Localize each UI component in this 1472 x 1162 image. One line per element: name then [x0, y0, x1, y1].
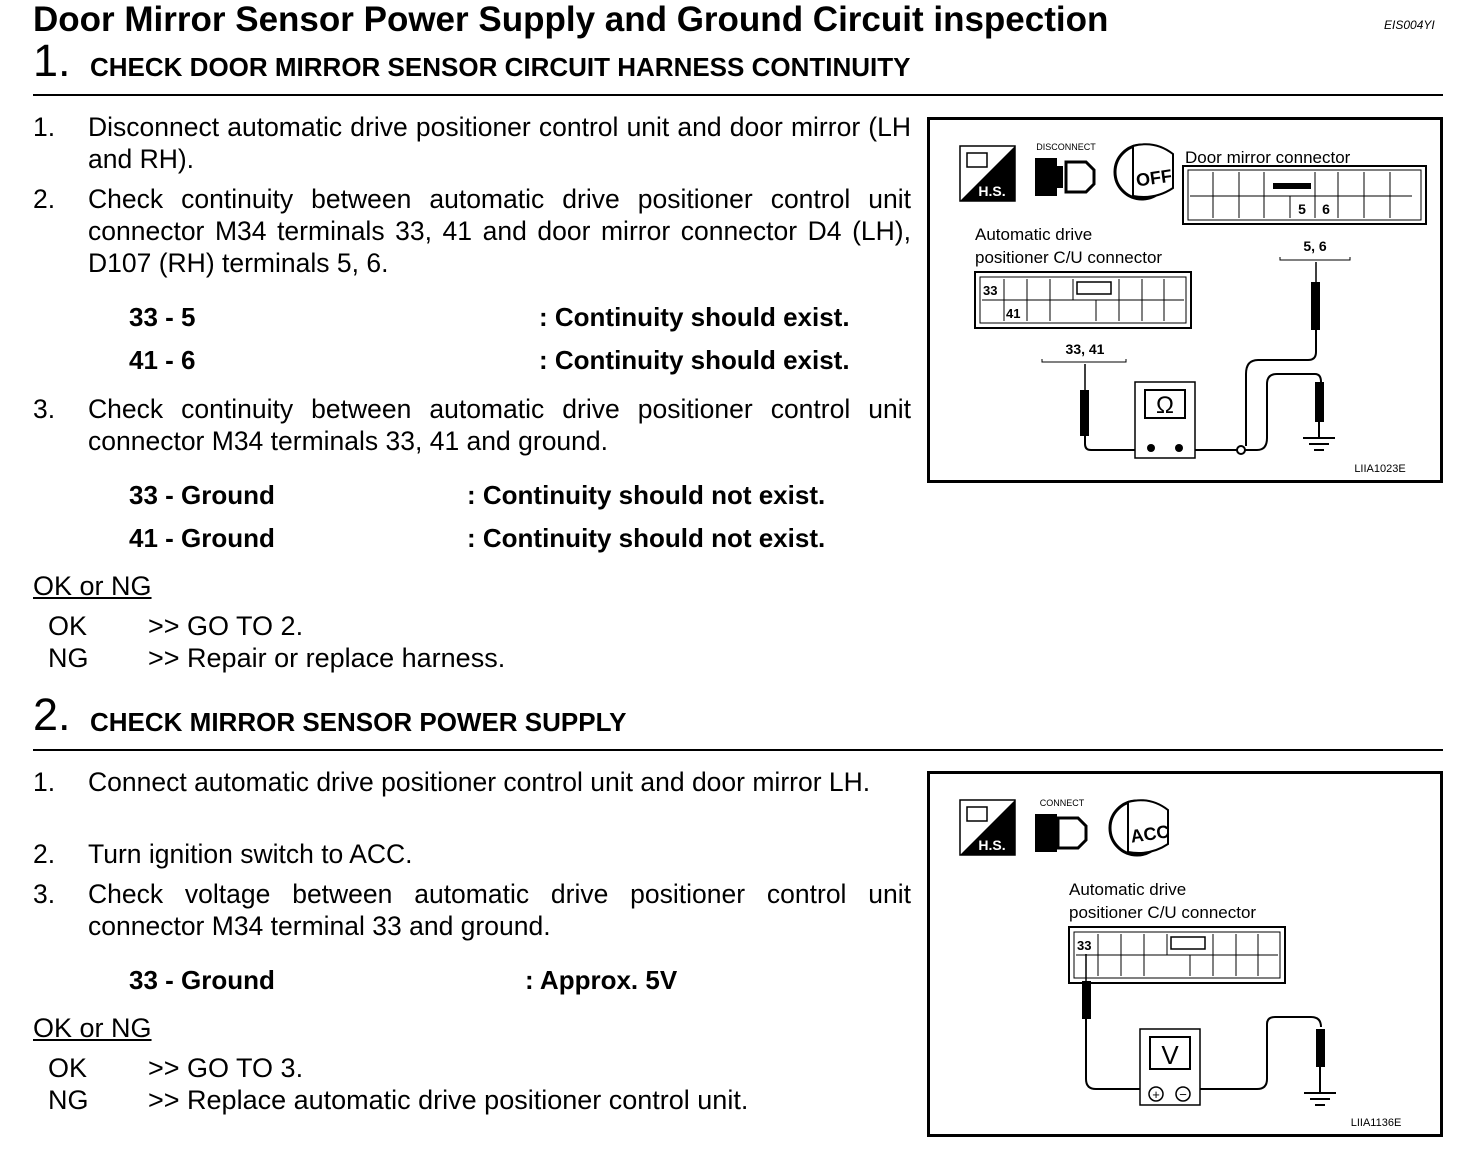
- step2-item-2: 2. Turn ignition switch to ACC.: [33, 838, 911, 878]
- step1-list-a: 1. Disconnect automatic drive positioner…: [33, 111, 911, 279]
- hs-label: H.S.: [978, 837, 1005, 853]
- result-key: OK: [48, 1053, 88, 1083]
- step2-title: CHECK MIRROR SENSOR POWER SUPPLY: [90, 707, 627, 737]
- disconnect-label: DISCONNECT: [1036, 142, 1096, 152]
- list-number: 2.: [33, 839, 56, 869]
- list-text: Check voltage between automatic drive po…: [88, 879, 911, 941]
- list-text: Check continuity between automatic drive…: [88, 394, 911, 456]
- spec-label: 41 - 6: [129, 345, 196, 375]
- connect-label: CONNECT: [1040, 798, 1085, 808]
- voltmeter: V + −: [1139, 1028, 1201, 1106]
- result-action: >> Repair or replace harness.: [148, 643, 506, 673]
- wiring-diagram: H.S. DISCONNECT OFF Door mirror connecto…: [959, 142, 1427, 475]
- list-number: 3.: [33, 394, 56, 424]
- list-text: Turn ignition switch to ACC.: [88, 839, 413, 869]
- key-position-label: OFF: [1135, 166, 1173, 191]
- step2-number: 2.: [33, 689, 71, 740]
- hs-icon: H.S.: [959, 145, 1016, 202]
- spec-value: : Continuity should not exist.: [467, 523, 826, 553]
- minus-terminal: −: [1179, 1087, 1187, 1102]
- terminal-33-label: 33: [1077, 938, 1091, 953]
- list-text: Disconnect automatic drive positioner co…: [88, 112, 911, 174]
- step2-divider: [33, 749, 1443, 751]
- terminal-6-label: 6: [1322, 201, 1330, 217]
- result-key: OK: [48, 611, 88, 641]
- probe-label-5-6: 5, 6: [1303, 238, 1327, 254]
- step1-list-b: 3. Check continuity between automatic dr…: [33, 393, 911, 457]
- figure-voltage-check: H.S. CONNECT ACC Automatic drive positio…: [927, 771, 1443, 1137]
- spec-label: 41 - Ground: [129, 523, 275, 553]
- door-mirror-connector: 5 6: [1182, 165, 1427, 225]
- mirror-connector-label: Door mirror connector: [1185, 148, 1351, 167]
- spec-value: : Continuity should exist.: [539, 302, 850, 332]
- ok-or-ng-heading: OK or NG: [33, 1013, 152, 1043]
- terminal-33-label: 33: [983, 283, 997, 298]
- step1-title: CHECK DOOR MIRROR SENSOR CIRCUIT HARNESS…: [90, 52, 911, 82]
- figure-reference: LIIA1136E: [1351, 1117, 1402, 1129]
- cu-connector: 33 41: [974, 271, 1192, 329]
- connect-icon: CONNECT: [1035, 798, 1088, 852]
- list-number: 1.: [33, 767, 56, 797]
- ohmmeter: Ω: [1134, 381, 1196, 459]
- document-title: Door Mirror Sensor Power Supply and Grou…: [33, 0, 1109, 39]
- step1-item-1: 1. Disconnect automatic drive positioner…: [33, 111, 911, 183]
- plus-terminal: +: [1152, 1087, 1160, 1102]
- step2-list: 1. Connect automatic drive positioner co…: [33, 766, 911, 942]
- test-probes: [1080, 262, 1324, 436]
- cu-connector-label-line2: positioner C/U connector: [1069, 903, 1256, 922]
- list-number: 3.: [33, 879, 56, 909]
- test-wires: [1085, 1016, 1336, 1106]
- spec-label: 33 - Ground: [129, 480, 275, 510]
- figure-continuity-check: H.S. DISCONNECT OFF Door mirror connecto…: [927, 117, 1443, 483]
- step1-number: 1.: [33, 35, 71, 86]
- hs-label: H.S.: [978, 183, 1005, 199]
- probe-label-33-41: 33, 41: [1066, 341, 1105, 357]
- cu-connector-label-line1: Automatic drive: [1069, 880, 1186, 899]
- list-number: 1.: [33, 112, 56, 142]
- spec-label: 33 - 5: [129, 302, 196, 332]
- volt-symbol: V: [1161, 1040, 1179, 1070]
- step1-item-2: 2. Check continuity between automatic dr…: [33, 183, 911, 279]
- list-number: 2.: [33, 184, 56, 214]
- ignition-key-icon: OFF: [1113, 143, 1174, 201]
- step2-item-1: 1. Connect automatic drive positioner co…: [33, 766, 911, 838]
- cu-connector: 33: [1068, 926, 1286, 984]
- ohm-symbol: Ω: [1156, 392, 1174, 419]
- hs-icon: H.S.: [959, 799, 1016, 856]
- result-action: >> Replace automatic drive positioner co…: [148, 1085, 749, 1115]
- ok-or-ng-heading: OK or NG: [33, 571, 152, 601]
- step1-item-3: 3. Check continuity between automatic dr…: [33, 393, 911, 457]
- spec-value: : Approx. 5V: [525, 965, 678, 995]
- spec-value: : Continuity should not exist.: [467, 480, 826, 510]
- spec-label: 33 - Ground: [129, 965, 275, 995]
- wiring-diagram: H.S. CONNECT ACC Automatic drive positio…: [959, 798, 1402, 1129]
- cu-connector-label-line1: Automatic drive: [975, 225, 1092, 244]
- list-text: Check continuity between automatic drive…: [88, 184, 911, 278]
- result-key: NG: [48, 1085, 89, 1115]
- cu-connector-label-line2: positioner C/U connector: [975, 248, 1162, 267]
- disconnect-icon: DISCONNECT: [1035, 142, 1096, 196]
- spec-value: : Continuity should exist.: [539, 345, 850, 375]
- step1-divider: [33, 94, 1443, 96]
- list-text: Connect automatic drive positioner contr…: [88, 767, 871, 797]
- result-action: >> GO TO 3.: [148, 1053, 304, 1083]
- document-code: EIS004YI: [1384, 18, 1435, 32]
- test-wires: [1084, 330, 1335, 455]
- result-action: >> GO TO 2.: [148, 611, 304, 641]
- terminal-5-label: 5: [1298, 201, 1306, 217]
- result-key: NG: [48, 643, 89, 673]
- terminal-41-label: 41: [1006, 306, 1020, 321]
- step2-item-3: 3. Check voltage between automatic drive…: [33, 878, 911, 942]
- test-probes: [1082, 954, 1325, 1067]
- ignition-key-icon: ACC: [1108, 799, 1171, 857]
- figure-reference: LIIA1023E: [1354, 463, 1405, 475]
